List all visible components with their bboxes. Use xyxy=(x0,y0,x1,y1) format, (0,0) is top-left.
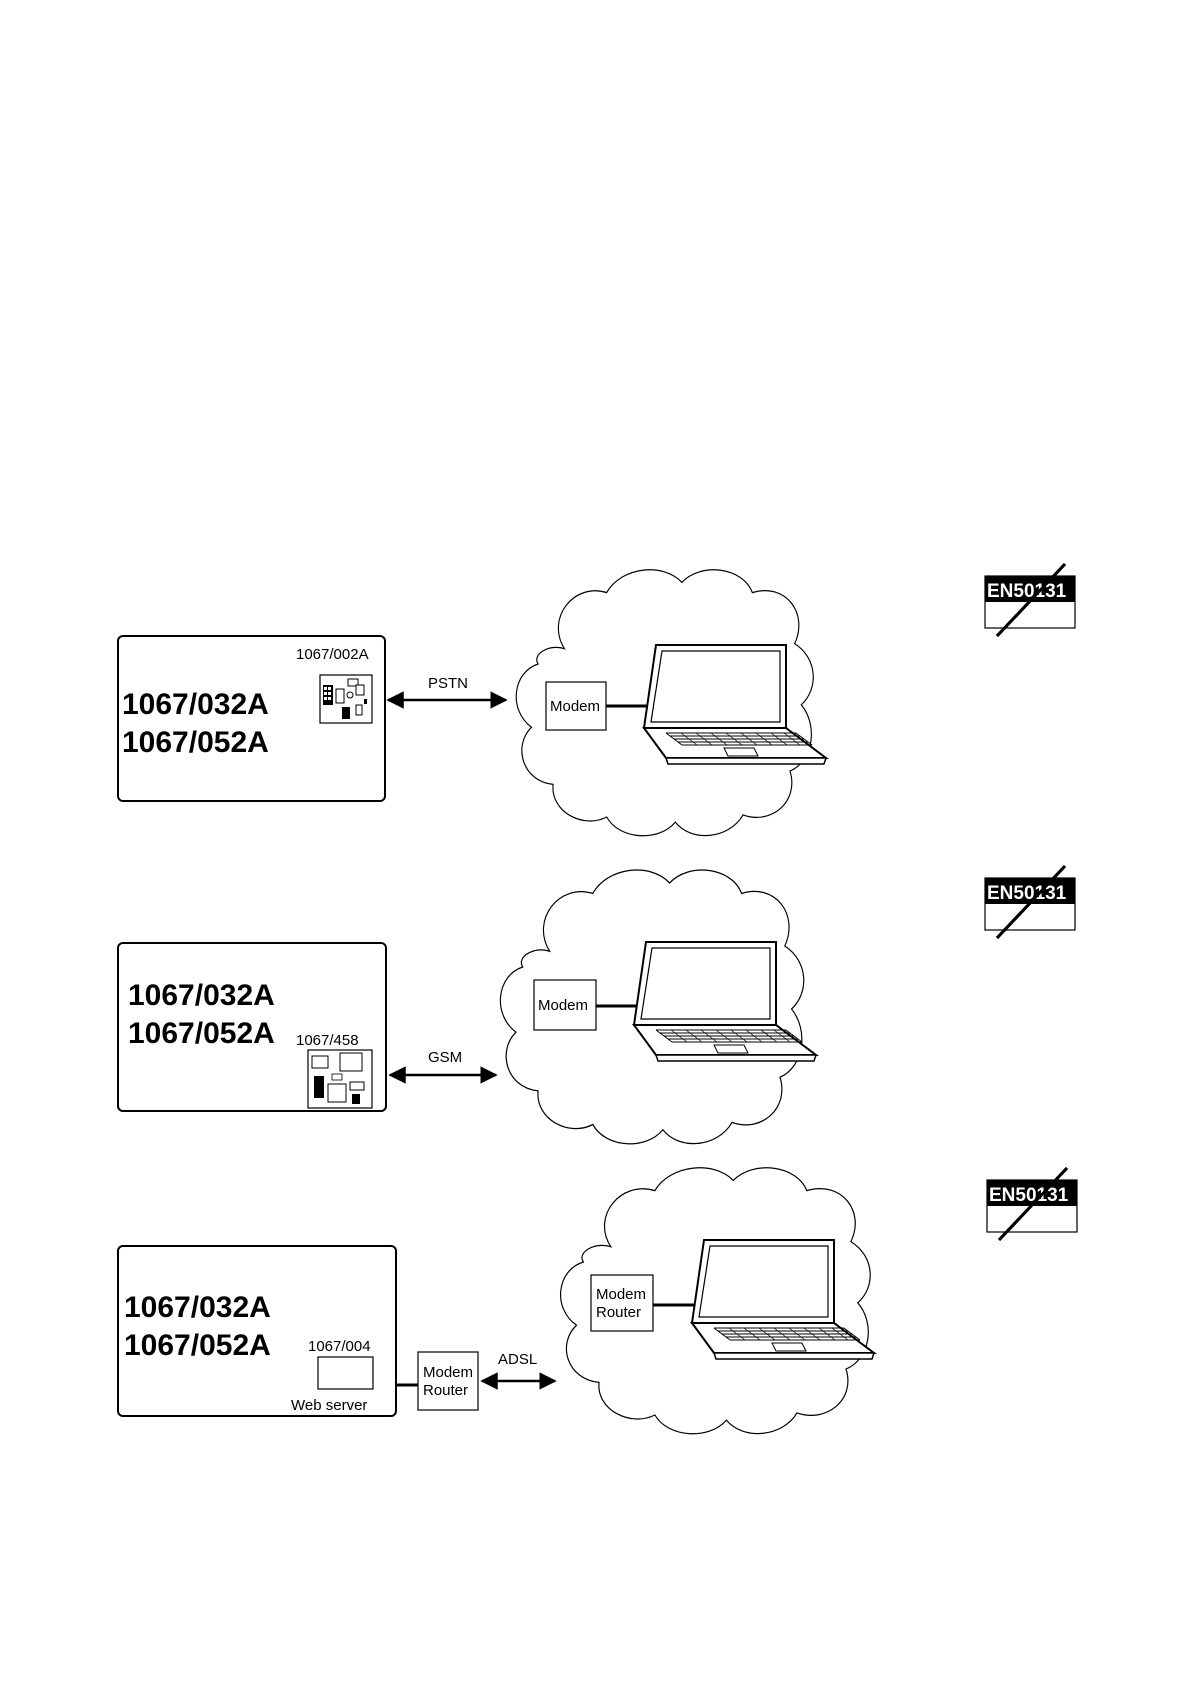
local-router-box xyxy=(418,1352,478,1410)
row-gsm: 1067/032A 1067/052A 1067/458 GSM Modem E… xyxy=(118,866,1075,1144)
link-label: PSTN xyxy=(428,675,468,692)
badge-text: EN50131 xyxy=(987,581,1067,602)
web-server-module-icon xyxy=(318,1357,373,1389)
router-line-2: Router xyxy=(423,1382,468,1399)
model-line-1: 1067/032A xyxy=(124,1291,271,1324)
badge-text: EN50131 xyxy=(989,1185,1069,1206)
module-label: 1067/458 xyxy=(296,1032,359,1049)
model-line-1: 1067/032A xyxy=(128,979,275,1012)
row-adsl: 1067/032A 1067/052A 1067/004 Web server … xyxy=(118,1168,1077,1434)
model-line-2: 1067/052A xyxy=(124,1329,271,1362)
remote-router-box xyxy=(591,1275,653,1331)
modem-label: Modem xyxy=(538,997,588,1014)
en50131-crossed-badge: EN50131 xyxy=(987,1168,1077,1240)
pstn-board-icon xyxy=(320,675,372,723)
module-sublabel: Web server xyxy=(291,1397,367,1414)
remote-router-line-1: Modem xyxy=(596,1286,646,1303)
modem-label: Modem xyxy=(550,698,600,715)
en50131-crossed-badge: EN50131 xyxy=(985,564,1075,636)
en50131-crossed-badge: EN50131 xyxy=(985,866,1075,938)
model-line-2: 1067/052A xyxy=(122,726,269,759)
module-label: 1067/004 xyxy=(308,1338,371,1355)
router-line-1: Modem xyxy=(423,1364,473,1381)
module-label: 1067/002A xyxy=(296,646,369,663)
link-label: ADSL xyxy=(498,1351,537,1368)
link-label: GSM xyxy=(428,1049,462,1066)
model-line-2: 1067/052A xyxy=(128,1017,275,1050)
row-pstn: 1067/032A 1067/052A 1067/002A PSTN Modem… xyxy=(118,564,1075,836)
badge-text: EN50131 xyxy=(987,883,1067,904)
model-line-1: 1067/032A xyxy=(122,688,269,721)
remote-router-line-2: Router xyxy=(596,1304,641,1321)
gsm-board-icon xyxy=(308,1050,372,1108)
